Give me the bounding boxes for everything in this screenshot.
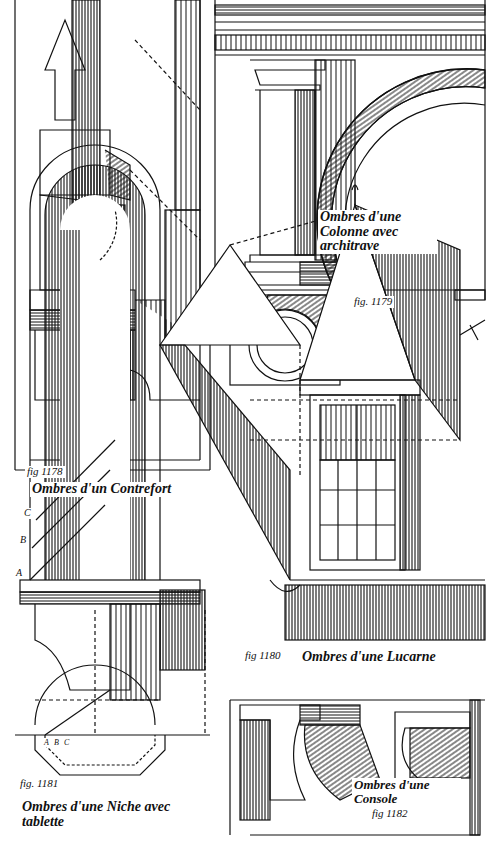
figure-caption: Ombres d'une Lucarne [300,650,438,665]
point-letter: C [62,739,71,747]
point-letter: B [18,535,28,546]
point-letter: C [22,508,33,519]
point-letter: B [52,739,61,747]
figure-caption: Ombres d'une Colonne avec architrave [318,210,437,254]
point-letter: A [42,739,51,747]
figure-caption: Ombres d'une Niche avec tablette [20,800,214,829]
figure-caption: Ombres d'un Contrefort [30,482,173,497]
figure-number: fig 1180 [243,650,283,662]
figure-number: fig 1182 [370,808,410,820]
figure-number: fig 1178 [25,466,65,478]
figure-number: fig. 1179 [352,296,394,308]
figure-caption: Ombres d'une Console [352,778,461,805]
figure-number: fig. 1181 [18,778,60,790]
point-letter: A [14,568,24,579]
